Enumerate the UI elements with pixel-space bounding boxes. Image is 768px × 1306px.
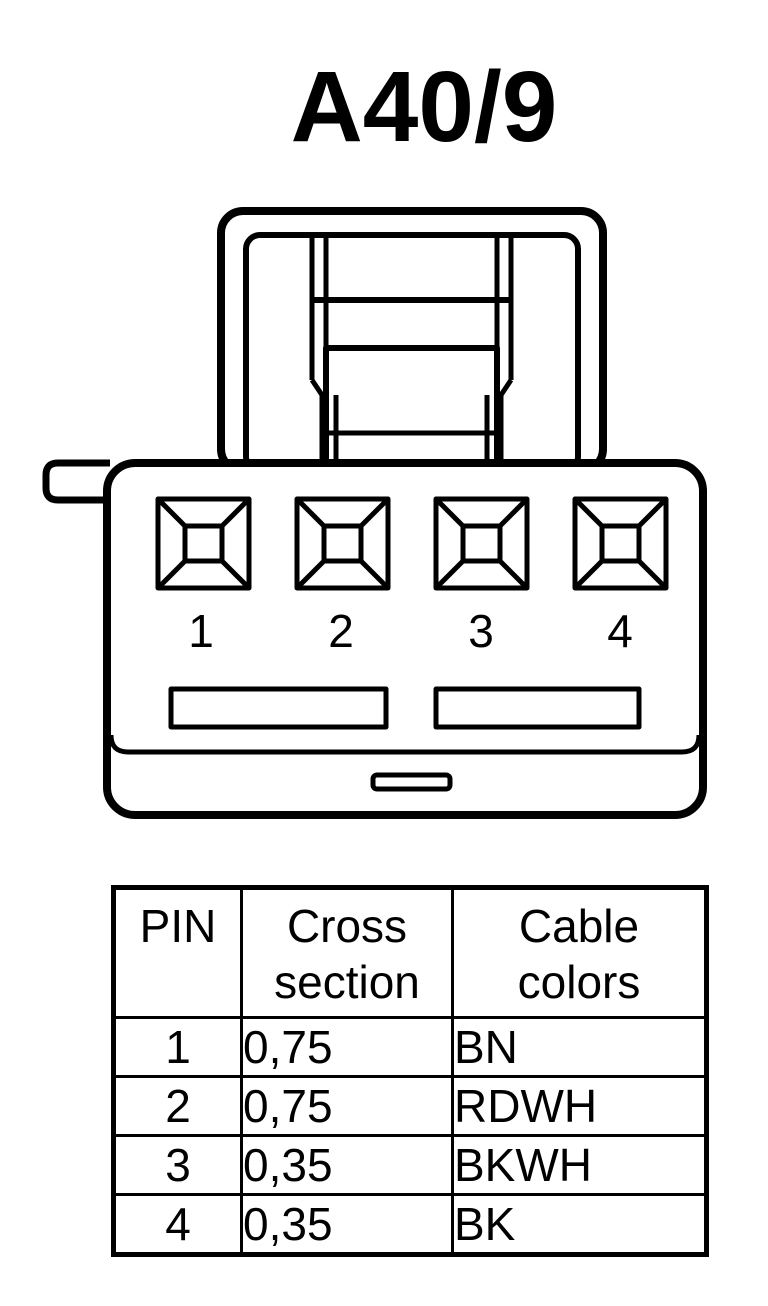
lower-slot-left (168, 686, 389, 730)
cell-cable-color: BK (451, 1193, 708, 1256)
cell-pin: 2 (112, 1075, 243, 1137)
table-row: 3 0,35 BKWH (112, 1134, 708, 1196)
cell-pin: 4 (112, 1193, 243, 1256)
cell-pin: 1 (112, 1016, 243, 1078)
pin-cavity-1 (155, 496, 252, 591)
pin-cavity-3 (433, 496, 530, 591)
cell-cable-color: BN (451, 1016, 708, 1078)
key-slot (370, 772, 453, 792)
pin-cavity-group (155, 496, 669, 591)
side-tab (42, 459, 110, 504)
pin-cavity-4 (572, 496, 669, 591)
cell-pin: 3 (112, 1134, 243, 1196)
table-row: 2 0,75 RDWH (112, 1075, 708, 1137)
cell-cross-section: 0,75 (240, 1016, 454, 1078)
cell-cross-section: 0,35 (240, 1193, 454, 1256)
connector-drawing (42, 207, 707, 819)
table-row: 1 0,75 BN (112, 1016, 708, 1078)
cell-cable-color: RDWH (451, 1075, 708, 1137)
housing-face-divider (108, 734, 702, 755)
cell-cross-section: 0,75 (240, 1075, 454, 1137)
header-pin: PIN (112, 886, 243, 1019)
latch-tongue (309, 237, 514, 471)
pin-number-1: 1 (188, 605, 214, 657)
cell-cable-color: BKWH (451, 1134, 708, 1196)
pin-number-2: 2 (328, 605, 354, 657)
pin-number-4: 4 (607, 605, 633, 657)
cell-cross-section: 0,35 (240, 1134, 454, 1196)
table-row: 4 0,35 BK (112, 1193, 708, 1256)
connector-title: A40/9 (290, 51, 558, 163)
pin-number-3: 3 (468, 605, 494, 657)
lower-slot-right (433, 686, 642, 730)
pin-cavity-2 (294, 496, 391, 591)
